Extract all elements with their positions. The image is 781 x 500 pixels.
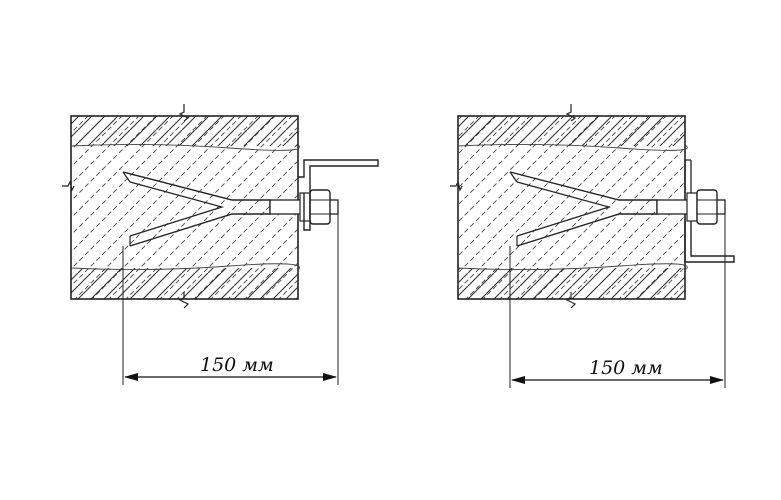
dimension-label-left: 150 мм	[200, 354, 274, 376]
dimension-right: 150 мм	[509, 207, 726, 388]
concrete-block-left	[62, 104, 300, 309]
angle-bracket-right	[684, 159, 735, 263]
dimension-label-right: 150 мм	[589, 357, 663, 379]
dimension-left: 150 мм	[122, 207, 339, 385]
angle-bracket-left	[298, 159, 379, 231]
anchor-bolt-right	[509, 171, 726, 247]
drawing-left: 150 мм	[62, 104, 379, 385]
concrete-block-right	[450, 104, 688, 309]
drawing-right: 150 мм	[450, 104, 735, 388]
